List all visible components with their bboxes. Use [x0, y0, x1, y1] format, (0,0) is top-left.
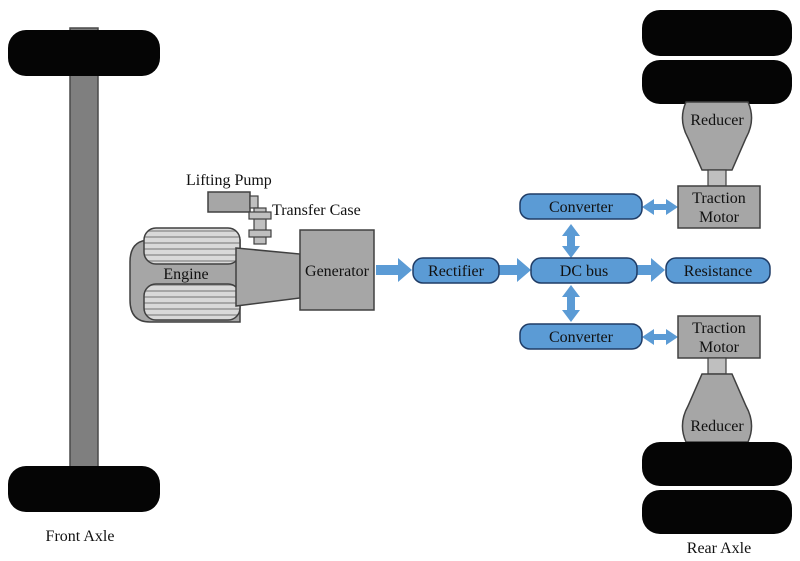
engine-group: Lifting Pump Transfer Case Engine Genera…	[129, 172, 375, 323]
converter-bottom-box	[519, 323, 643, 350]
traction-motor-top-line2: Motor	[699, 209, 740, 226]
rear-bottom-tire-2	[642, 490, 792, 534]
generator	[299, 229, 375, 311]
traction-motor-bottom-line2: Motor	[699, 339, 740, 356]
arrow-rectifier-to-dcbus	[499, 258, 531, 282]
generator-label: Generator	[305, 263, 370, 280]
electrical-chain: Rectifier DC bus Resistance Converter Co…	[376, 193, 771, 350]
arrow-generator-to-rectifier	[376, 258, 412, 282]
lifting-pump	[207, 191, 251, 213]
converter-top-label: Converter	[549, 199, 614, 216]
reducer-top-label: Reducer	[690, 112, 744, 129]
front-left-tire	[8, 30, 160, 76]
reducer-bottom-label: Reducer	[690, 418, 744, 435]
converter-top-box	[519, 193, 643, 220]
arrow-dcbus-converter-top	[562, 224, 580, 258]
traction-motor-bottom	[677, 315, 761, 359]
lifting-pump-coupling	[249, 195, 259, 209]
converter-bottom-label: Converter	[549, 329, 614, 346]
reducer-top-body	[681, 101, 753, 171]
rectifier-box	[412, 257, 500, 284]
rear-axle-label: Rear Axle	[687, 540, 751, 557]
rectifier-label: Rectifier	[428, 263, 485, 280]
front-axle-shaft	[69, 27, 99, 501]
front-axle-label: Front Axle	[46, 528, 115, 545]
dc-bus-label: DC bus	[560, 263, 608, 280]
resistance-label: Resistance	[684, 263, 752, 280]
rear-bottom-tire-1	[642, 442, 792, 486]
transfer-case-flange-2	[248, 229, 272, 238]
rear-axle-assembly: Reducer Traction Motor Traction Motor Re…	[642, 10, 792, 557]
arrow-dcbus-converter-bottom	[562, 285, 580, 322]
arrow-converter-motor-top	[642, 199, 678, 215]
transfer-case-flange	[248, 211, 272, 220]
engine-bottom-cylinder	[143, 283, 241, 321]
resistance-box	[665, 257, 771, 284]
traction-motor-top-line1: Traction	[692, 190, 746, 207]
front-axle-assembly: Front Axle	[8, 27, 160, 545]
arrow-converter-motor-bottom	[642, 329, 678, 345]
reducer-top-coupling	[707, 169, 727, 187]
engine-bell-housing	[235, 247, 301, 307]
arrow-dcbus-to-resistance	[637, 258, 665, 282]
traction-motor-bottom-line1: Traction	[692, 320, 746, 337]
dc-bus-box	[530, 257, 638, 284]
rear-top-tire-1	[642, 10, 792, 56]
reducer-bottom-coupling	[707, 357, 727, 375]
front-right-tire	[8, 466, 160, 512]
transfer-case-label: Transfer Case	[272, 202, 361, 219]
lifting-pump-label: Lifting Pump	[186, 172, 272, 189]
rear-top-tire-2	[642, 60, 792, 104]
traction-motor-top	[677, 185, 761, 229]
engine-label: Engine	[163, 266, 208, 283]
engine-top-cylinder	[143, 227, 241, 265]
